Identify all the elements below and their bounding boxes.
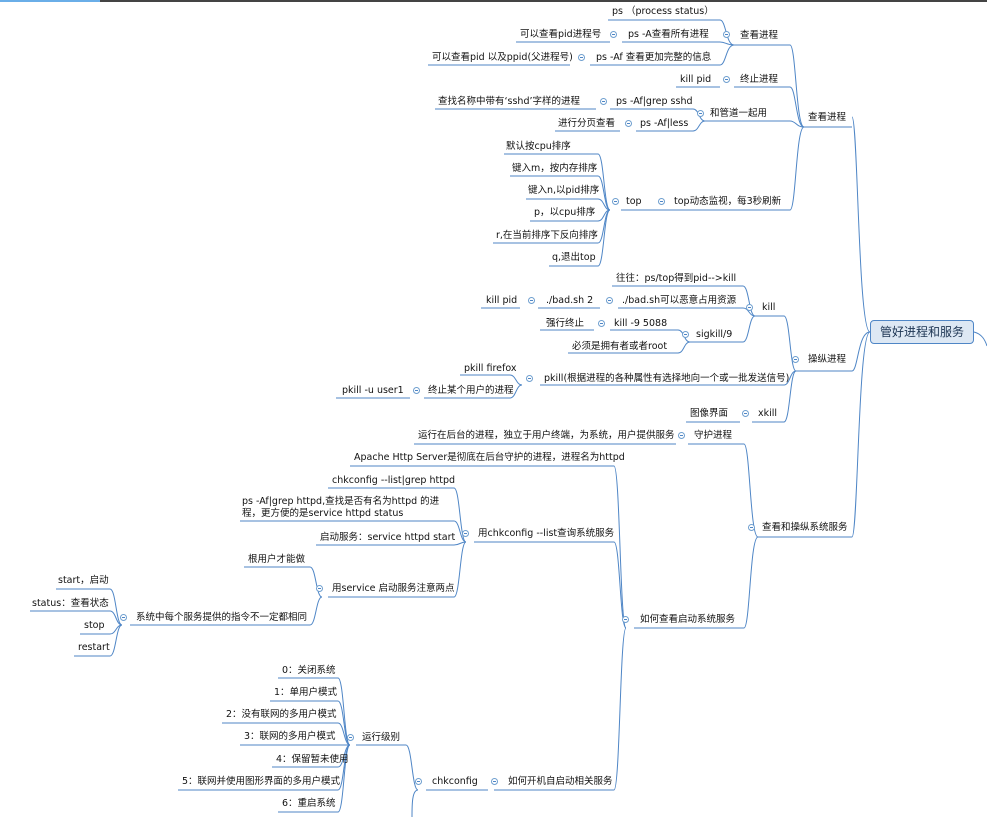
collapse-icon[interactable] bbox=[723, 76, 730, 83]
node-root-only[interactable]: 根用户才能做 bbox=[248, 554, 306, 565]
node-view-start-services[interactable]: 如何查看启动系统服务 bbox=[640, 614, 736, 625]
list-item[interactable]: 默认按cpu排序 bbox=[506, 141, 571, 152]
collapse-icon[interactable] bbox=[415, 778, 422, 785]
node-owner-or-root[interactable]: 必须是拥有者或者root bbox=[572, 341, 668, 352]
list-item[interactable]: 2：没有联网的多用户模式 bbox=[226, 709, 337, 720]
collapse-icon[interactable] bbox=[625, 120, 632, 127]
node-with-pipe[interactable]: 和管道一起用 bbox=[710, 108, 768, 119]
list-item[interactable]: 键入n,以pid排序 bbox=[528, 185, 600, 196]
note-ps-af: 可以查看pid 以及ppid(父进程号) bbox=[432, 52, 573, 63]
node-top[interactable]: top bbox=[626, 196, 642, 207]
node-gui[interactable]: 图像界面 bbox=[690, 408, 729, 419]
node-terminate-process[interactable]: 终止进程 bbox=[740, 74, 779, 85]
list-item[interactable]: 5：联网并使用图形界面的多用户模式 bbox=[182, 776, 341, 787]
node-ps-af[interactable]: ps -Af 查看更加完整的信息 bbox=[596, 52, 712, 63]
collapse-icon[interactable] bbox=[612, 198, 619, 205]
collapse-icon[interactable] bbox=[723, 31, 730, 38]
node-daemon[interactable]: 守护进程 bbox=[694, 430, 733, 441]
list-item[interactable]: 1：单用户模式 bbox=[274, 687, 338, 698]
note-ps-a: 可以查看pid进程号 bbox=[520, 29, 602, 40]
node-kill-usage[interactable]: 往往：ps/top得到pid-->kill bbox=[616, 273, 737, 284]
node-autostart-services[interactable]: 如何开机自启动相关服务 bbox=[508, 776, 613, 787]
list-item[interactable]: p，以cpu排序 bbox=[534, 207, 596, 218]
list-item[interactable]: stop bbox=[84, 620, 105, 631]
note-grep-sshd: 查找名称中带有‘sshd’字样的进程 bbox=[438, 96, 580, 107]
list-item[interactable]: status：查看状态 bbox=[32, 598, 109, 609]
node-service-notes[interactable]: 用service 启动服务注意两点 bbox=[332, 583, 455, 594]
list-item[interactable]: r,在当前排序下反向排序 bbox=[496, 230, 598, 241]
collapse-icon[interactable] bbox=[120, 614, 127, 621]
branch-manipulate-processes[interactable]: 操纵进程 bbox=[808, 354, 847, 365]
collapse-icon[interactable] bbox=[622, 616, 629, 623]
node-bad-sh-2[interactable]: ./bad.sh 2 bbox=[546, 295, 594, 306]
note-ps-less: 进行分页查看 bbox=[558, 118, 616, 129]
collapse-icon[interactable] bbox=[742, 410, 749, 417]
branch-view-processes[interactable]: 查看进程 bbox=[808, 112, 847, 123]
collapse-icon[interactable] bbox=[316, 585, 323, 592]
list-item[interactable]: 0：关闭系统 bbox=[282, 665, 336, 676]
collapse-icon[interactable] bbox=[413, 387, 420, 394]
node-kill-9[interactable]: kill -9 5088 bbox=[614, 318, 668, 329]
collapse-icon[interactable] bbox=[528, 297, 535, 304]
node-ps-a[interactable]: ps -A查看所有进程 bbox=[628, 29, 709, 40]
list-item[interactable]: restart bbox=[78, 642, 110, 653]
node-kill[interactable]: kill bbox=[762, 302, 776, 313]
collapse-icon[interactable] bbox=[746, 304, 753, 311]
list-item[interactable]: q,退出top bbox=[552, 252, 596, 263]
node-commands-differ[interactable]: 系统中每个服务提供的指令不一定都相同 bbox=[136, 612, 308, 623]
collapse-icon[interactable] bbox=[682, 331, 689, 338]
central-topic[interactable]: 管好进程和服务 bbox=[870, 320, 974, 344]
note-daemon: 运行在后台的进程，独立于用户终端，为系统，用户提供服务 bbox=[418, 430, 675, 441]
node-bad-sh[interactable]: ./bad.sh可以恶意占用资源 bbox=[622, 295, 737, 306]
node-pkill-firefox[interactable]: pkill firefox bbox=[464, 363, 517, 374]
list-item[interactable]: 3：联网的多用户模式 bbox=[244, 731, 336, 742]
node-xkill[interactable]: xkill bbox=[758, 408, 778, 419]
collapse-icon[interactable] bbox=[600, 98, 607, 105]
node-chkconfig-list[interactable]: 用chkconfig --list查询系统服务 bbox=[478, 528, 615, 539]
collapse-icon[interactable] bbox=[697, 110, 704, 117]
list-item[interactable]: 6：重启系统 bbox=[282, 798, 336, 809]
collapse-icon[interactable] bbox=[462, 530, 469, 537]
top-border bbox=[0, 0, 987, 2]
node-runlevels[interactable]: 运行级别 bbox=[362, 732, 401, 743]
node-pkill[interactable]: pkill(根据进程的各种属性有选择地向一个或一批发送信号) bbox=[544, 373, 790, 384]
node-view-process[interactable]: 查看进程 bbox=[740, 30, 779, 41]
collapse-icon[interactable] bbox=[598, 320, 605, 327]
node-kill-pid[interactable]: kill pid bbox=[680, 74, 712, 85]
node-chkconfig[interactable]: chkconfig bbox=[432, 776, 478, 787]
collapse-icon[interactable] bbox=[578, 54, 585, 61]
collapse-icon[interactable] bbox=[347, 734, 354, 741]
collapse-icon[interactable] bbox=[658, 198, 665, 205]
node-ps-grep-httpd[interactable]: ps -Af|grep httpd,查找是否有名为httpd 的进程，更方便的是… bbox=[242, 496, 440, 519]
node-kill-pid-2[interactable]: kill pid bbox=[486, 295, 518, 306]
collapse-icon[interactable] bbox=[748, 524, 755, 531]
list-item[interactable]: start，启动 bbox=[58, 575, 109, 586]
branch-system-services[interactable]: 查看和操纵系统服务 bbox=[762, 522, 848, 533]
collapse-icon[interactable] bbox=[610, 31, 617, 38]
node-chkconfig-grep[interactable]: chkconfig --list|grep httpd bbox=[332, 475, 455, 486]
node-sigkill[interactable]: sigkill/9 bbox=[696, 329, 733, 340]
collapse-icon[interactable] bbox=[678, 432, 685, 439]
node-pkill-u[interactable]: pkill -u user1 bbox=[342, 385, 404, 396]
node-ps-grep-sshd[interactable]: ps -Af|grep sshd bbox=[616, 96, 693, 107]
collapse-icon[interactable] bbox=[606, 297, 613, 304]
note-force-kill: 强行终止 bbox=[546, 318, 585, 329]
top-border-accent bbox=[0, 0, 100, 2]
collapse-icon[interactable] bbox=[792, 356, 799, 363]
list-item[interactable]: 键入m，按内存排序 bbox=[512, 163, 598, 174]
node-top-monitor[interactable]: top动态监视，每3秒刷新 bbox=[674, 196, 782, 207]
node-kill-user-processes[interactable]: 终止某个用户的进程 bbox=[428, 385, 514, 396]
node-ps[interactable]: ps （process status） bbox=[612, 6, 714, 17]
list-item[interactable]: 4：保留暂未使用 bbox=[276, 754, 349, 765]
node-service-start[interactable]: 启动服务：service httpd start bbox=[320, 532, 456, 543]
collapse-icon[interactable] bbox=[491, 778, 498, 785]
collapse-icon[interactable] bbox=[526, 375, 533, 382]
node-apache-httpd[interactable]: Apache Http Server是彻底在后台守护的进程，进程名为httpd bbox=[354, 452, 625, 463]
node-ps-less[interactable]: ps -Af|less bbox=[640, 118, 689, 129]
